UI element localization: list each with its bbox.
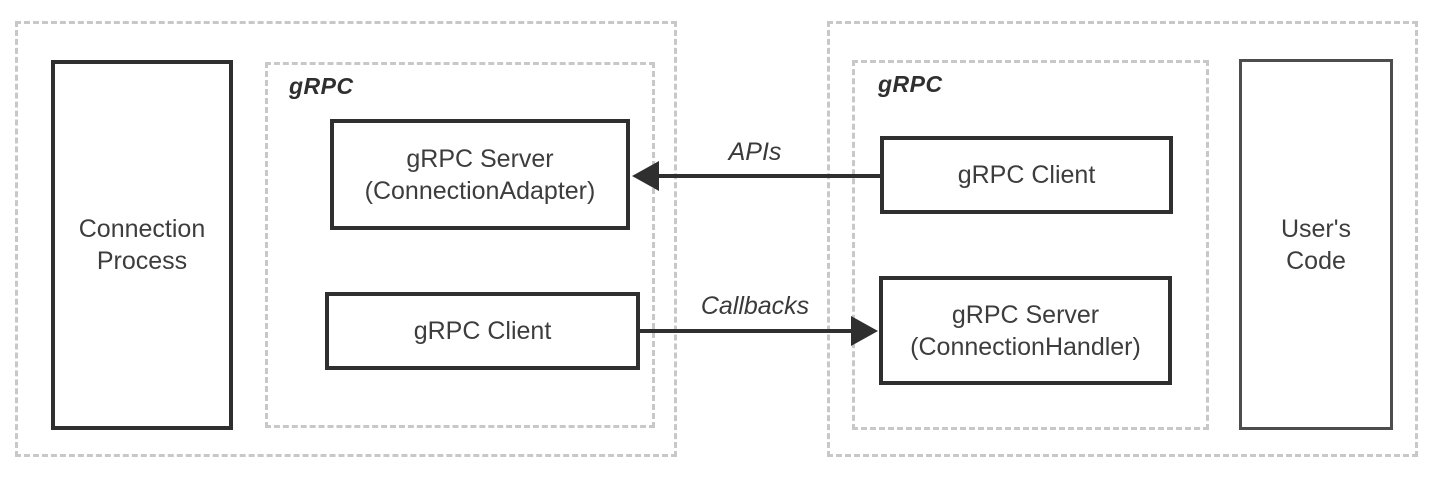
users-code-group-container <box>827 21 1418 457</box>
left-server-label-line2: (ConnectionAdapter) <box>364 176 596 205</box>
connection-process-label-line1: Connection <box>78 215 206 243</box>
right-client-label: gRPC Client <box>957 161 1096 189</box>
callbacks-arrowhead-right-icon <box>851 316 878 346</box>
users-code-label-line2: Code <box>1286 246 1346 275</box>
left-server-label-line1: gRPC Server <box>406 144 554 173</box>
right-grpc-client-box: gRPC Client <box>880 136 1173 214</box>
users-code-label-line1: User's <box>1280 214 1352 243</box>
connection-process-label-line2: Process <box>96 247 188 275</box>
right-grpc-container <box>852 60 1209 430</box>
left-grpc-client-box: gRPC Client <box>325 292 640 370</box>
apis-arrow-line <box>655 174 880 178</box>
connection-process-box: Connection Process <box>51 60 233 430</box>
right-grpc-container-label: gRPC <box>878 71 943 97</box>
right-server-label-line2: (ConnectionHandler) <box>910 332 1141 361</box>
users-code-box: User's Code <box>1239 59 1393 430</box>
callbacks-arrow-label: Callbacks <box>700 292 810 320</box>
callbacks-arrow-line <box>640 329 855 333</box>
grpc-server-connection-adapter-box: gRPC Server (ConnectionAdapter) <box>330 119 630 230</box>
right-server-label-line1: gRPC Server <box>951 300 1100 329</box>
left-grpc-container-label: gRPC <box>289 73 354 99</box>
apis-arrow-label: APIs <box>728 138 782 166</box>
left-client-label: gRPC Client <box>413 317 552 345</box>
grpc-server-connection-handler-box: gRPC Server (ConnectionHandler) <box>879 276 1172 385</box>
apis-arrowhead-left-icon <box>632 161 659 191</box>
connection-process-group-container <box>15 21 677 457</box>
left-grpc-container <box>265 62 655 428</box>
